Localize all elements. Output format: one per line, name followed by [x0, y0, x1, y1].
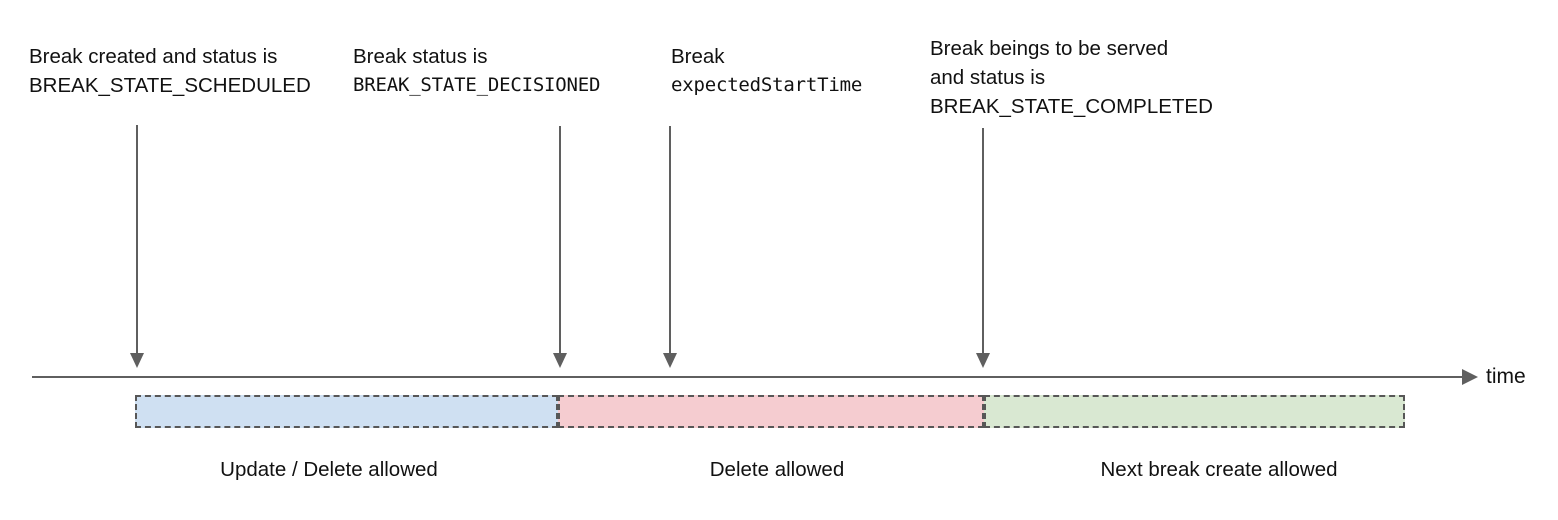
arrow-shaft — [136, 125, 138, 355]
phase-segment-decisioned — [558, 395, 984, 428]
pointer-arrow-break-completed — [974, 128, 992, 368]
pointer-arrow-break-decisioned — [551, 126, 569, 368]
phase-caption-completed: Next break create allowed — [1100, 458, 1338, 481]
arrow-head — [553, 353, 567, 368]
annotation-line-1: Break created and status is — [29, 45, 278, 68]
annotation-line-1: Break status is — [353, 45, 488, 68]
annotation-break-completed: Break beings to be served and status is … — [930, 34, 1213, 121]
annotation-line-1: Break — [671, 45, 725, 68]
annotation-expected-start-time: Break expectedStartTime — [671, 42, 862, 100]
time-axis-line — [32, 376, 1470, 378]
time-axis-label: time — [1486, 365, 1526, 388]
time-axis-arrow-icon — [1462, 369, 1478, 385]
pointer-arrow-break-created — [128, 125, 146, 368]
pointer-arrow-expected-start-time — [661, 126, 679, 368]
annotation-field-name: expectedStartTime — [671, 74, 863, 96]
arrow-shaft — [669, 126, 671, 355]
phase-segment-scheduled — [135, 395, 558, 428]
annotation-break-created: Break created and status is BREAK_STATE_… — [29, 42, 311, 100]
phase-caption-decisioned: Delete allowed — [709, 458, 845, 481]
arrow-shaft — [982, 128, 984, 355]
annotation-state-code: BREAK_STATE_SCHEDULED — [29, 74, 311, 97]
arrow-head — [976, 353, 990, 368]
annotation-line-1: Break beings to be served — [930, 37, 1169, 60]
arrow-shaft — [559, 126, 561, 355]
phase-segment-completed — [984, 395, 1405, 428]
phase-caption-scheduled: Update / Delete allowed — [220, 458, 438, 481]
annotation-state-code: BREAK_STATE_DECISIONED — [353, 74, 601, 96]
annotation-line-2: and status is — [930, 66, 1046, 89]
annotation-break-decisioned: Break status is BREAK_STATE_DECISIONED — [353, 42, 600, 100]
arrow-head — [130, 353, 144, 368]
arrow-head — [663, 353, 677, 368]
annotation-state-code: BREAK_STATE_COMPLETED — [930, 95, 1213, 118]
